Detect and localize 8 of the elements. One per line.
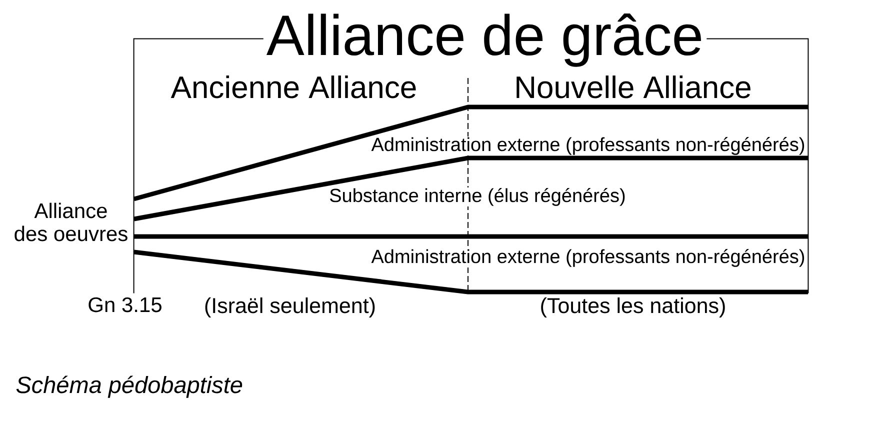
column-heading: Nouvelle Alliance xyxy=(516,76,750,98)
band-label: Substance interne (élus régénérés) xyxy=(328,188,626,206)
band-label: Administration externe (professants non-régénérés) xyxy=(370,136,806,156)
band-label: Administration externe (professants non-régénérés) xyxy=(370,248,806,268)
date-label: Gn 3.15 xyxy=(88,297,162,312)
column-heading: Ancienne Alliance xyxy=(170,76,416,98)
caption: Schéma pédobaptiste xyxy=(16,376,242,398)
frame-title: Alliance de grâce xyxy=(263,10,707,70)
